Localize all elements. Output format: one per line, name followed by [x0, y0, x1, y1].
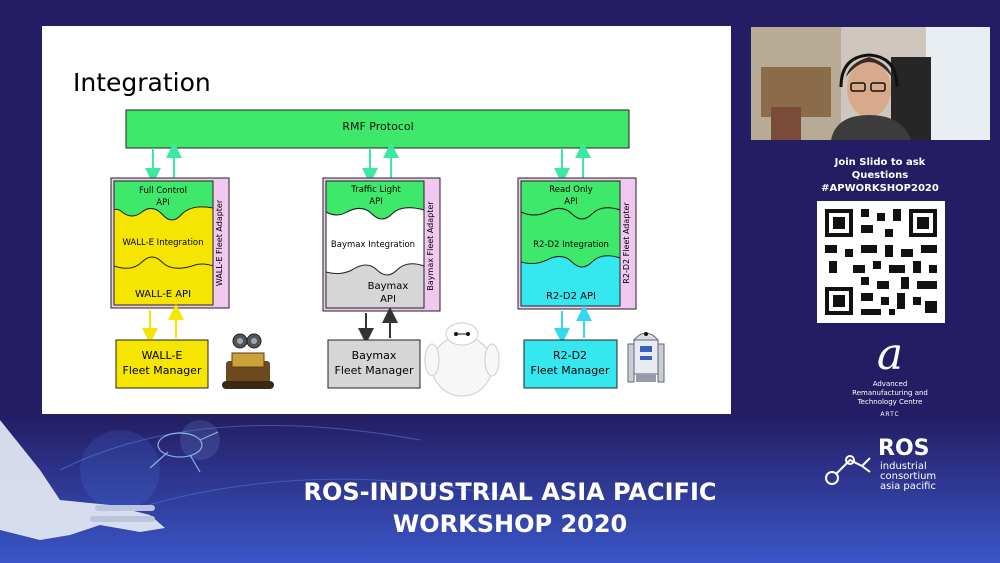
walle-robot-api-label: WALL-E API: [135, 289, 191, 300]
r2d2-api-label: Read Only: [549, 185, 593, 195]
slide-title: Integration: [73, 68, 211, 97]
rmf-protocol-bar: [125, 109, 630, 149]
baymax-integration-label: Baymax Integration: [331, 240, 415, 250]
baymax-manager-line1: Baymax: [352, 349, 397, 362]
banner-line1: ROS-INDUSTRIAL ASIA PACIFIC: [303, 478, 717, 506]
speaker-webcam-video: [751, 27, 990, 140]
turtle-outline-icon: [149, 431, 219, 473]
walle-fleet-adapter: Full Control API WALL-E Integration WALL…: [110, 177, 230, 309]
baymax-adapter-label: Baymax Fleet Adapter: [426, 201, 435, 291]
ros-industrial-logo: ROS industrial consortium asia pacific: [822, 436, 972, 496]
robot-hand-icon: [0, 420, 165, 540]
baymax-api-label: Traffic Light: [350, 185, 401, 195]
slido-prompt: Join Slido to ask Questions #APWORKSHOP2…: [790, 156, 970, 195]
artc-name-line2: Remanufacturing and: [852, 389, 928, 397]
walle-api-label2: API: [156, 198, 169, 208]
rmf-protocol-label: RMF Protocol: [342, 120, 413, 133]
r2d2-robot-icon: [627, 332, 665, 383]
artc-name-line1: Advanced: [872, 380, 908, 388]
artc-logo: a Advanced Remanufacturing and Technolog…: [820, 330, 960, 430]
presentation-slide: Integration RMF Protocol: [42, 26, 731, 414]
walle-manager-line2: Fleet Manager: [123, 364, 202, 377]
baymax-api-label2: API: [369, 197, 382, 207]
artc-short-name: ARTC: [880, 411, 900, 418]
slido-line2: Questions: [851, 170, 909, 181]
baymax-robot-icon: [424, 322, 500, 397]
artc-name-line3: Technology Centre: [857, 398, 923, 406]
rosi-sub2: consortium: [880, 471, 937, 482]
r2d2-fleet-adapter: Read Only API R2-D2 Integration R2-D2 AP…: [517, 177, 637, 310]
walle-manager-line1: WALL-E: [142, 349, 183, 362]
integration-diagram: RMF Protocol Full Control API WALL-E Int…: [110, 109, 665, 397]
artc-logo-mark: a: [876, 329, 904, 380]
baymax-manager-line2: Fleet Manager: [335, 364, 414, 377]
baymax-robot-api-label2: API: [380, 294, 396, 305]
walle-integration-label: WALL-E Integration: [122, 238, 203, 248]
rosi-sub3: asia pacific: [880, 481, 936, 492]
r2d2-integration-label: R2-D2 Integration: [533, 240, 609, 250]
r2d2-manager-line2: Fleet Manager: [531, 364, 610, 377]
slido-hashtag: #APWORKSHOP2020: [821, 183, 939, 194]
baymax-fleet-adapter: Traffic Light API Baymax Integration Bay…: [322, 177, 441, 312]
workshop-banner: ROS-INDUSTRIAL ASIA PACIFIC WORKSHOP 202…: [230, 476, 790, 540]
r2d2-robot-api-label: R2-D2 API: [546, 291, 596, 302]
rosi-sub1: industrial: [880, 461, 927, 472]
r2d2-adapter-label: R2-D2 Fleet Adapter: [622, 202, 631, 284]
slido-line1: Join Slido to ask: [834, 157, 926, 168]
walle-fleet-manager-box: [115, 339, 209, 389]
walle-api-label: Full Control: [139, 186, 187, 196]
baymax-robot-api-label: Baymax: [368, 281, 409, 292]
walle-adapter-label: WALL-E Fleet Adapter: [215, 199, 224, 286]
banner-line2: WORKSHOP 2020: [392, 510, 628, 538]
ros-word: ROS: [878, 436, 930, 461]
walle-robot-icon: [222, 333, 274, 389]
r2d2-api-label2: API: [564, 197, 577, 207]
baymax-fleet-manager-box: [327, 339, 421, 389]
r2d2-fleet-manager-box: [523, 339, 618, 389]
slido-qr-code[interactable]: [817, 201, 945, 323]
robot-arm-icon: [825, 455, 871, 485]
r2d2-manager-line1: R2-D2: [553, 349, 587, 362]
